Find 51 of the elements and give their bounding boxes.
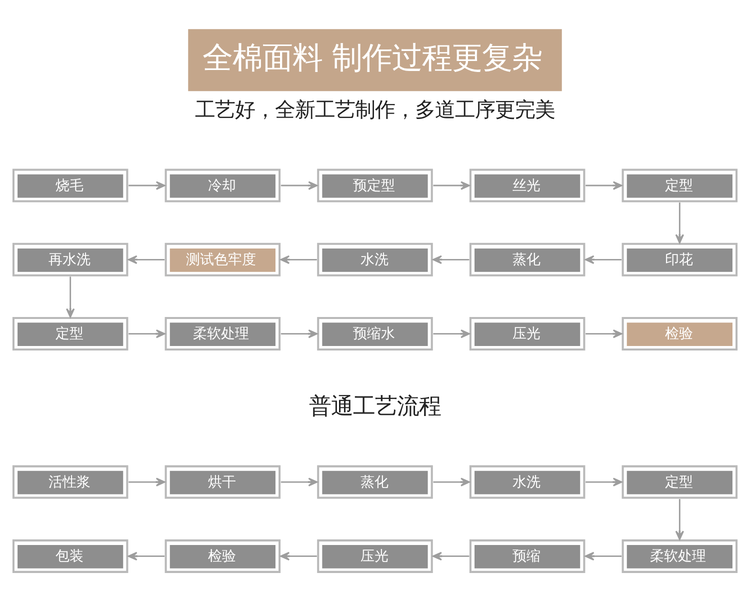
node-box: 烧毛 xyxy=(12,168,128,202)
arrow xyxy=(66,276,75,318)
node-box: 再水洗 xyxy=(12,242,128,276)
arrow xyxy=(128,180,166,190)
node-box: 检验 xyxy=(622,316,738,350)
arrow xyxy=(128,477,166,486)
node-box: 检验 xyxy=(164,538,281,572)
arrow xyxy=(280,477,318,486)
node-box: 柔软处理 xyxy=(622,538,738,572)
arrow xyxy=(584,551,622,560)
label: 普通工艺流程 xyxy=(309,393,441,420)
node-box: 烘干 xyxy=(164,464,281,498)
arrow xyxy=(280,180,318,190)
arrow xyxy=(586,477,622,486)
node-box: 预缩水 xyxy=(317,316,433,350)
node-box: 预定型 xyxy=(317,168,433,202)
arrow xyxy=(128,551,165,560)
node-box: 定型 xyxy=(622,464,738,498)
arrow xyxy=(675,498,684,540)
node-box: 测试色牢度 xyxy=(164,242,281,276)
arrow xyxy=(432,254,470,264)
node-box: 压光 xyxy=(317,538,433,572)
node-box: 预缩 xyxy=(469,538,586,572)
diagram-title: 全棉面料 制作过程更复杂 xyxy=(202,40,542,76)
arrow xyxy=(280,254,317,264)
arrow xyxy=(433,328,470,338)
arrow xyxy=(586,328,622,338)
node-box: 定型 xyxy=(622,168,738,202)
node-box: 水洗 xyxy=(317,242,433,276)
label: 工艺好，全新工艺制作，多道工序更完美 xyxy=(195,96,555,121)
node-box: 活性浆 xyxy=(12,464,128,498)
arrow xyxy=(675,202,684,244)
node-box: 冷却 xyxy=(164,168,281,202)
arrow xyxy=(280,551,317,560)
arrow xyxy=(128,254,165,264)
node-box: 压光 xyxy=(469,316,586,350)
arrow xyxy=(128,328,166,338)
arrow xyxy=(433,477,470,486)
node-box: 包装 xyxy=(12,538,128,572)
node-box: 蒸化 xyxy=(317,464,433,498)
arrow xyxy=(280,328,318,338)
node-box: 定型 xyxy=(12,316,128,350)
arrow xyxy=(586,180,622,190)
arrow xyxy=(584,254,622,264)
node-box: 丝光 xyxy=(469,168,586,202)
arrow xyxy=(432,551,470,560)
node-box: 印花 xyxy=(622,242,738,276)
node-box: 柔软处理 xyxy=(164,316,281,350)
node-box: 蒸化 xyxy=(469,242,586,276)
node-box: 水洗 xyxy=(469,464,586,498)
arrow xyxy=(433,180,470,190)
